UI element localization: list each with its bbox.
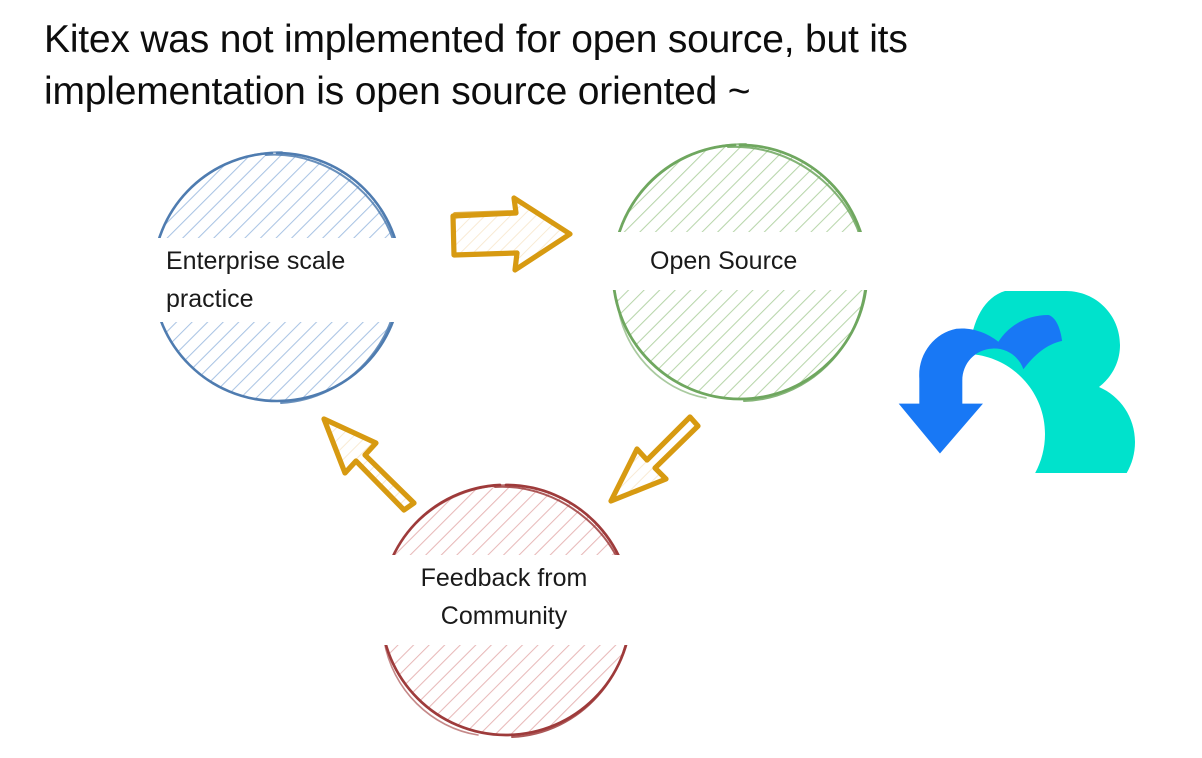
slide-title: Kitex was not implemented for open sourc… — [44, 18, 908, 113]
node-label-feedback-line3-clipped: partner — [464, 635, 543, 641]
cloudwego-logo — [880, 283, 1140, 503]
node-label-enterprise-line2: practice — [166, 285, 254, 313]
node-label-enterprise: Enterprise scale practice — [148, 238, 410, 322]
arrow-enterprise-to-opensource — [450, 195, 573, 273]
node-label-feedback-line2: Community — [440, 602, 568, 630]
node-label-enterprise-line1: Enterprise scale — [166, 247, 346, 275]
cloudwego-logo-blue-arrow — [898, 315, 1063, 454]
arrow-feedback-to-enterprise — [321, 416, 417, 513]
arrow-opensource-to-feedback — [608, 414, 701, 504]
node-label-feedback-line1: Feedback from — [420, 564, 588, 592]
node-label-open-source-line1: Open Source — [650, 247, 798, 275]
node-label-feedback: Feedback from Community partner — [370, 555, 638, 645]
node-label-open-source: Open Source — [602, 232, 874, 290]
